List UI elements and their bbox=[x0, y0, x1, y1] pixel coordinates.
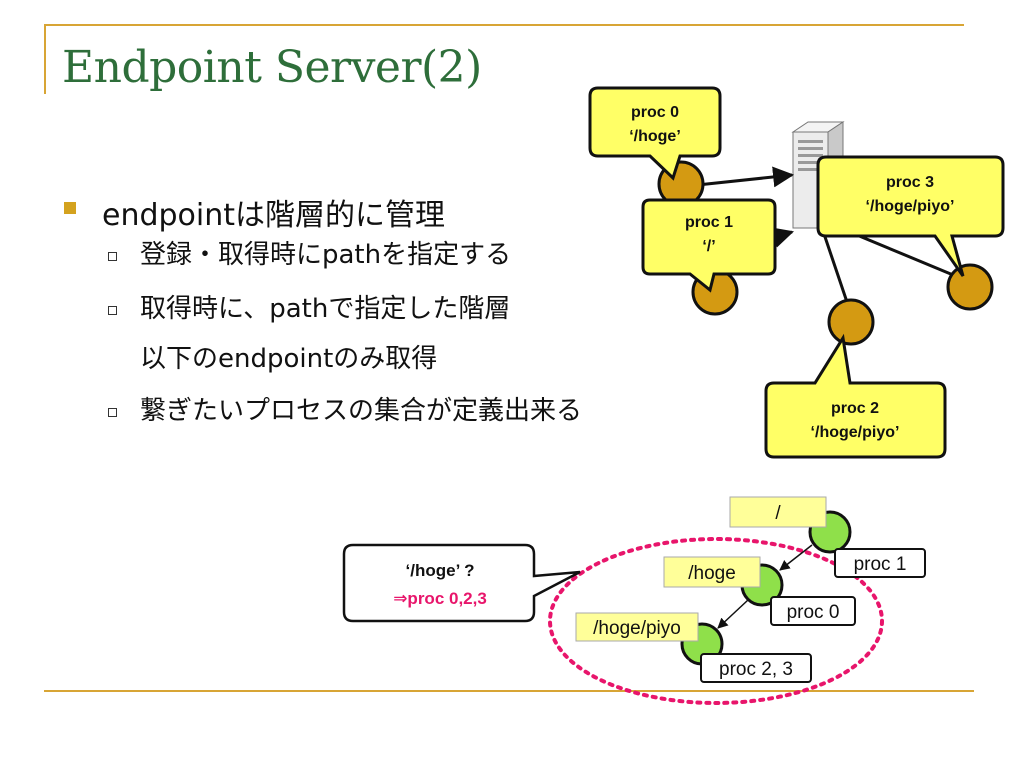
proc-label-root-box bbox=[834, 548, 926, 578]
callout-proc1-line2: ‘/’ bbox=[702, 238, 715, 255]
bottom-rule bbox=[44, 690, 974, 692]
sub-bullet-2-continuation: 以下のendpointのみ取得 bbox=[62, 342, 582, 394]
path-tree-diagram: ‘/hoge’ ? ⇒proc 0,2,3 / /hoge /hoge/piyo… bbox=[342, 496, 926, 705]
left-rule bbox=[44, 24, 46, 94]
path-label-piyo: /hoge/piyo bbox=[593, 618, 681, 639]
hollow-square-bullet-icon bbox=[108, 408, 117, 417]
connector-proc2 bbox=[820, 227, 850, 306]
tree-edge-root-hoge bbox=[779, 544, 813, 571]
callout-proc0: proc 0 ‘/hoge’ bbox=[588, 86, 722, 181]
proc-label-piyo-box bbox=[700, 653, 812, 683]
bullet-main-text: endpointは階層的に管理 bbox=[102, 198, 446, 233]
callout-proc3-line2: ‘/hoge/piyo’ bbox=[866, 198, 955, 215]
callout-proc0-line2: ‘/hoge’ bbox=[629, 128, 681, 145]
highlight-ellipse bbox=[548, 537, 884, 705]
callout-proc2-line2: ‘/hoge/piyo’ bbox=[811, 424, 900, 441]
sub-bullet-1: 登録・取得時にpathを指定する bbox=[62, 238, 582, 292]
callout-proc3-line1: proc 3 bbox=[886, 174, 934, 191]
node-proc3 bbox=[946, 263, 994, 311]
sub-bullet-1-text: 登録・取得時にpathを指定する bbox=[140, 240, 512, 270]
sub-bullet-list: 登録・取得時にpathを指定する 取得時に、pathで指定した階層 以下のend… bbox=[62, 238, 582, 448]
bullet-list: endpointは階層的に管理 登録・取得時にpathを指定する 取得時に、pa… bbox=[62, 190, 582, 448]
sub-bullet-2-text: 取得時に、pathで指定した階層 bbox=[140, 294, 511, 324]
callout-proc2: proc 2 ‘/hoge/piyo’ bbox=[764, 333, 947, 459]
path-label-root-box bbox=[729, 496, 827, 528]
node-proc2 bbox=[827, 298, 875, 346]
path-label-root: / bbox=[775, 503, 781, 524]
query-text: ‘/hoge’ ? bbox=[406, 561, 475, 580]
callout-proc1-line1: proc 1 bbox=[685, 214, 733, 231]
path-label-piyo-box bbox=[575, 612, 699, 642]
tree-edge-hoge-piyo bbox=[717, 599, 749, 629]
callout-proc2-line1: proc 2 bbox=[831, 400, 879, 417]
top-network-diagram: proc 0 ‘/hoge’ proc 1 ‘/’ proc 3 ‘/hoge/… bbox=[588, 86, 1005, 459]
top-rule bbox=[44, 24, 964, 26]
query-callout: ‘/hoge’ ? ⇒proc 0,2,3 bbox=[342, 543, 581, 623]
square-bullet-icon bbox=[64, 202, 76, 214]
sub-bullet-2-cont-text: 以下のendpointのみ取得 bbox=[140, 344, 438, 374]
callout-proc1: proc 1 ‘/’ bbox=[641, 198, 777, 293]
proc-label-piyo: proc 2, 3 bbox=[719, 659, 793, 680]
sub-bullet-2: 取得時に、pathで指定した階層 bbox=[62, 292, 582, 342]
sub-bullet-group: 登録・取得時にpathを指定する 取得時に、pathで指定した階層 以下のend… bbox=[62, 238, 582, 448]
bullet-main: endpointは階層的に管理 bbox=[62, 190, 582, 238]
hollow-square-bullet-icon bbox=[108, 252, 117, 261]
callout-proc3: proc 3 ‘/hoge/piyo’ bbox=[816, 155, 1005, 277]
hollow-square-bullet-icon bbox=[108, 306, 117, 315]
proc-label-hoge-box bbox=[770, 596, 856, 626]
callout-proc0-line1: proc 0 bbox=[631, 104, 679, 121]
path-label-hoge-box bbox=[663, 556, 761, 588]
query-result: ⇒proc 0,2,3 bbox=[393, 589, 487, 608]
sub-bullet-3: 繋ぎたいプロセスの集合が定義出来る bbox=[62, 394, 582, 448]
sub-bullet-3-text: 繋ぎたいプロセスの集合が定義出来る bbox=[140, 396, 583, 426]
proc-label-hoge: proc 0 bbox=[787, 602, 840, 623]
slide-title: Endpoint Server(2) bbox=[62, 42, 482, 93]
path-label-hoge: /hoge bbox=[688, 563, 736, 584]
proc-label-root: proc 1 bbox=[854, 554, 907, 575]
connector-proc0 bbox=[687, 166, 795, 188]
